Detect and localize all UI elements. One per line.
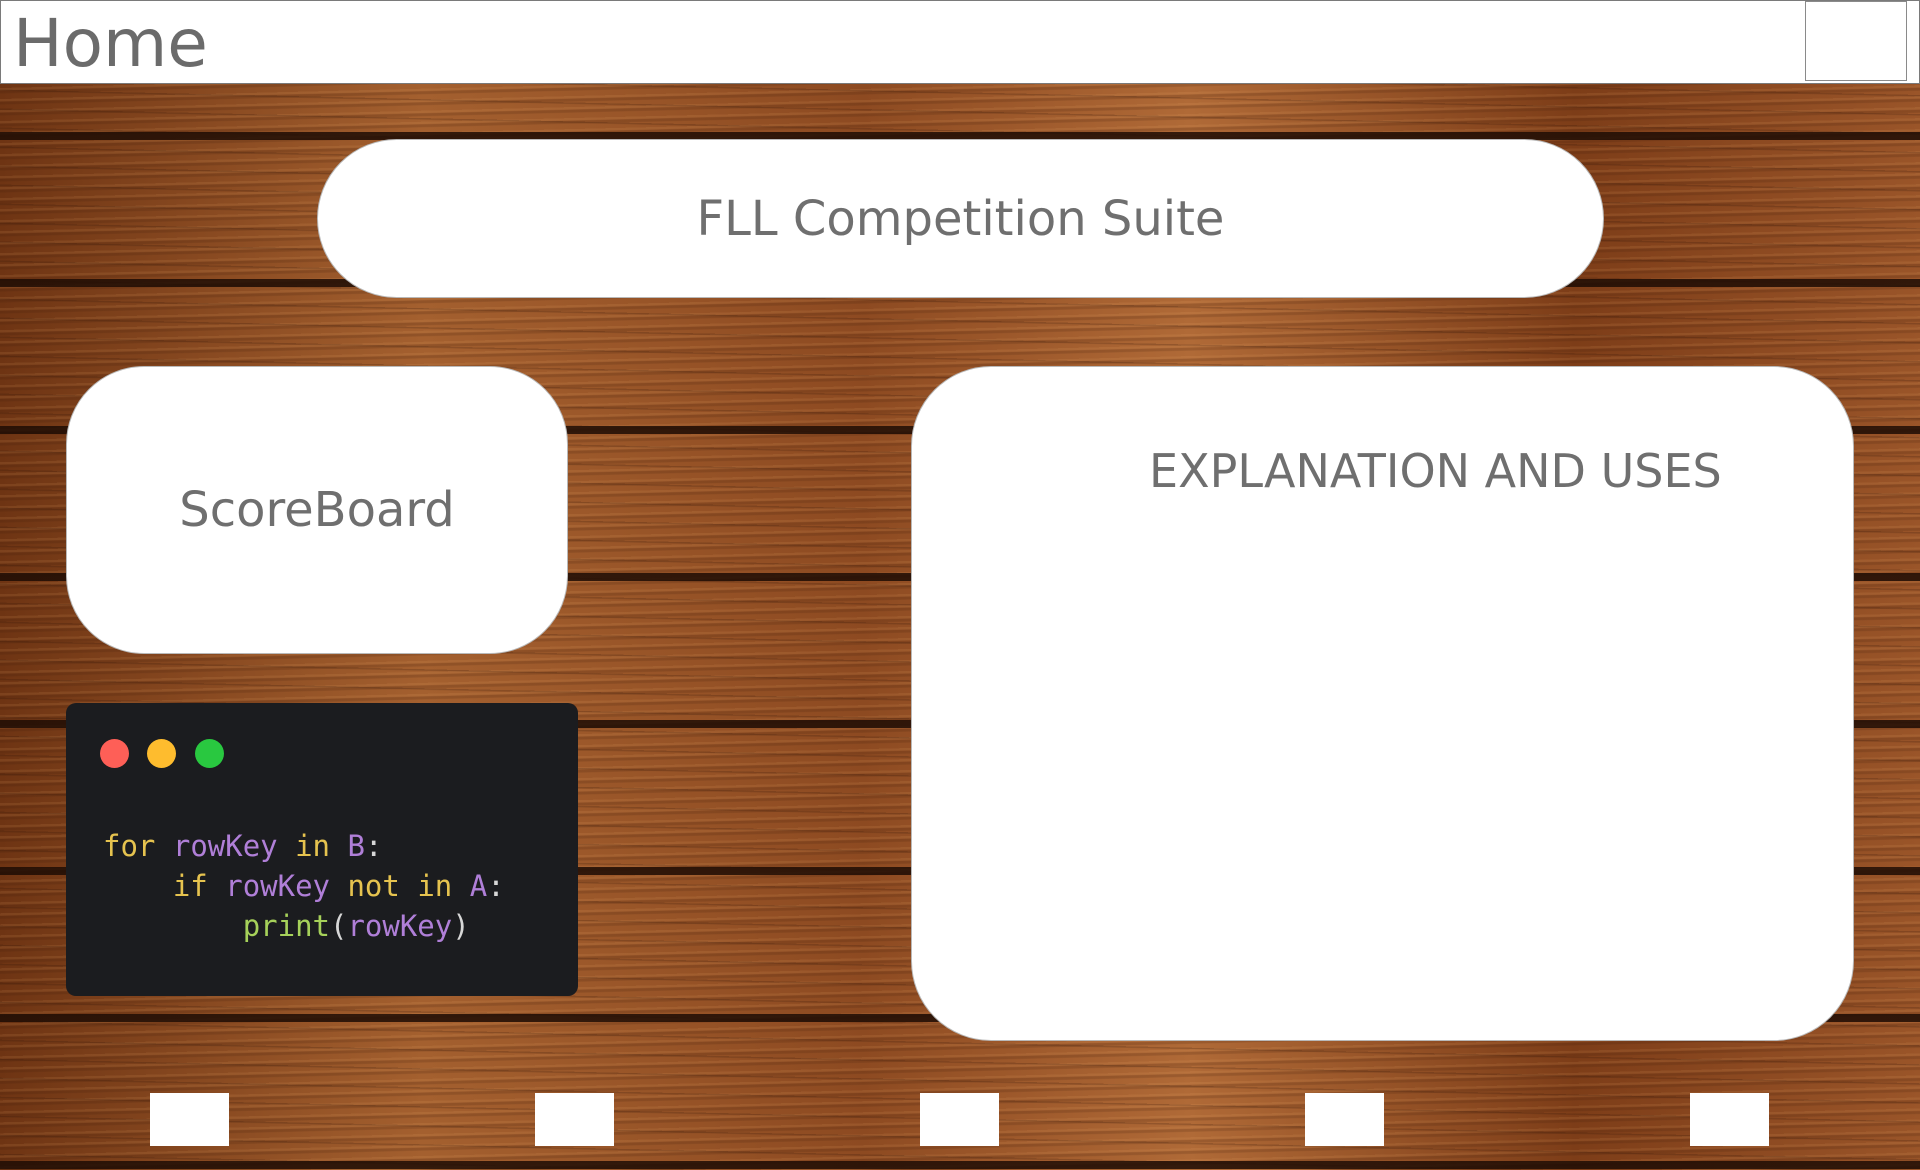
close-dot-icon	[100, 739, 129, 768]
window-title: Home	[13, 5, 208, 82]
bottom-nav-button-4[interactable]	[1305, 1093, 1384, 1146]
code-token-keyword: in	[417, 869, 453, 903]
code-line: print(rowKey)	[103, 906, 505, 946]
code-token-keyword: for	[103, 829, 156, 863]
code-token-function: print	[242, 909, 330, 943]
code-token-plain	[278, 829, 295, 863]
code-token-plain	[103, 869, 173, 903]
bottom-nav-button-3[interactable]	[920, 1093, 999, 1146]
explanation-title: EXPLANATION AND USES	[1149, 444, 1722, 498]
code-token-keyword: in	[295, 829, 331, 863]
code-token-plain	[208, 869, 225, 903]
bottom-nav-button-1[interactable]	[150, 1093, 229, 1146]
window-corner-button[interactable]	[1805, 1, 1907, 81]
code-token-keyword: not	[347, 869, 400, 903]
code-token-plain	[155, 829, 172, 863]
maximize-dot-icon	[195, 739, 224, 768]
code-token-variable: rowKey	[172, 829, 278, 863]
code-token-plain	[452, 869, 469, 903]
code-token-plain: (	[330, 909, 348, 943]
code-line: if rowKey not in A:	[103, 866, 505, 906]
code-token-plain	[330, 869, 347, 903]
explanation-panel: EXPLANATION AND USES	[911, 366, 1854, 1041]
scoreboard-label: ScoreBoard	[179, 482, 455, 538]
title-bar: Home	[0, 0, 1920, 84]
app-title-banner: FLL Competition Suite	[317, 139, 1604, 298]
code-line: for rowKey in B:	[103, 826, 505, 866]
code-token-variable: B	[347, 829, 365, 863]
code-snippet: for rowKey in B: if rowKey not in A: pri…	[103, 826, 505, 946]
code-token-plain: :	[487, 869, 505, 903]
minimize-dot-icon	[147, 739, 176, 768]
bottom-nav-button-5[interactable]	[1690, 1093, 1769, 1146]
code-token-keyword: if	[172, 869, 208, 903]
code-token-variable: rowKey	[347, 909, 453, 943]
code-token-variable: A	[469, 869, 488, 903]
code-token-plain: )	[452, 909, 470, 943]
code-token-variable: rowKey	[225, 869, 330, 903]
app-title: FLL Competition Suite	[696, 190, 1225, 247]
code-token-plain	[103, 909, 243, 943]
bottom-nav-button-2[interactable]	[535, 1093, 614, 1146]
code-token-plain	[400, 869, 417, 903]
scoreboard-button[interactable]: ScoreBoard	[66, 366, 568, 654]
code-token-plain	[330, 829, 347, 863]
code-token-plain: :	[364, 829, 383, 863]
